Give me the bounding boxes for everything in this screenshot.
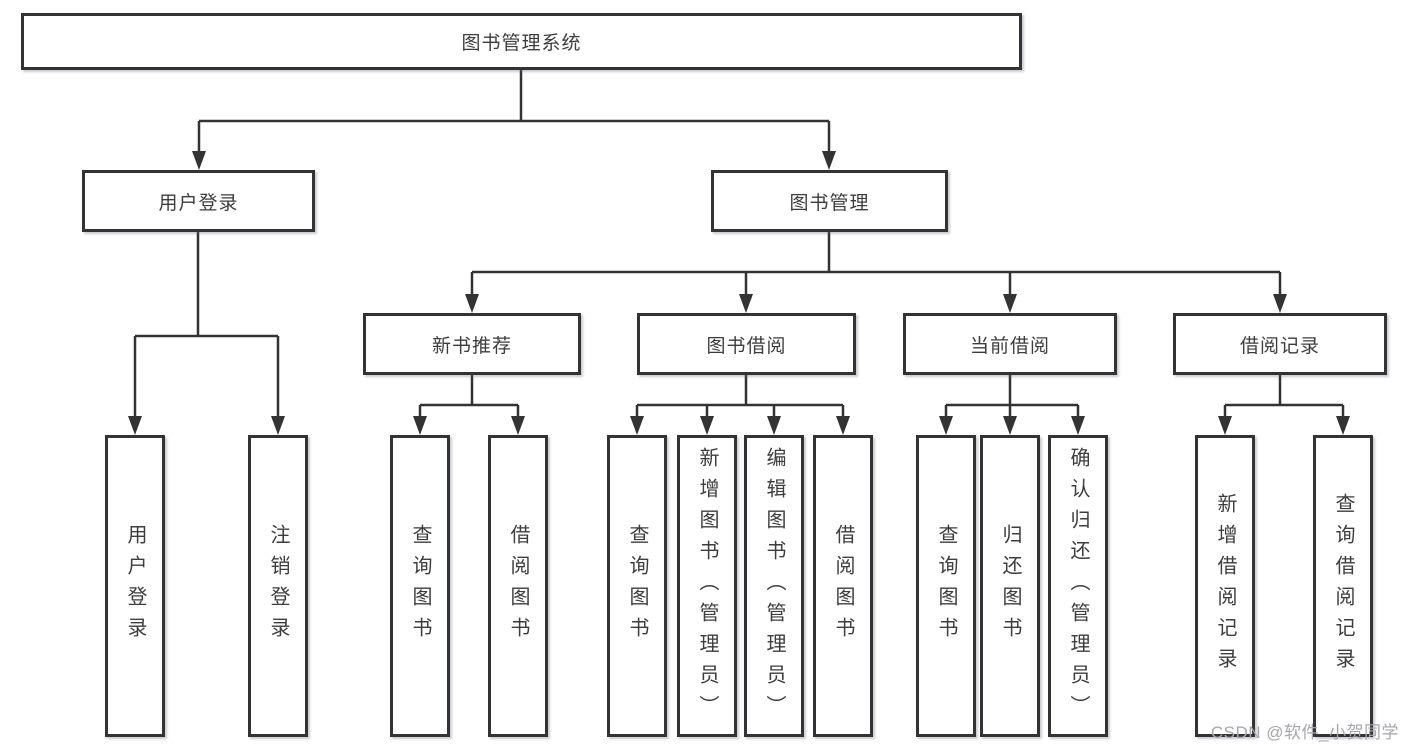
node-borrowing-records: 借阅记录 <box>1173 313 1387 375</box>
leaf-label: 新增借阅记录 <box>1214 493 1236 679</box>
leaf-borrow-books-recommend: 借阅图书 <box>488 435 548 737</box>
leaf-label: 查询借阅记录 <box>1332 493 1354 679</box>
leaf-query-books-recommend: 查询图书 <box>390 435 450 737</box>
leaf-label: 编辑图书（管理员） <box>763 446 785 726</box>
csdn-watermark: CSDN @软件_小贺同学 <box>1210 723 1399 742</box>
node-label: 借阅记录 <box>1239 335 1320 357</box>
node-label: 新书推荐 <box>431 335 512 357</box>
leaf-label: 新增图书（管理员） <box>696 446 718 726</box>
leaf-label: 确认归还（管理员） <box>1067 446 1089 726</box>
leaf-logout: 注销登录 <box>248 435 308 737</box>
leaf-label: 注销登录 <box>267 524 289 648</box>
node-label: 用户登录 <box>158 192 239 214</box>
node-book-borrowing: 图书借阅 <box>637 313 856 375</box>
leaf-label: 用户登录 <box>124 524 146 648</box>
leaf-edit-books-admin: 编辑图书（管理员） <box>744 435 804 737</box>
leaf-query-books-borrowing: 查询图书 <box>607 435 667 737</box>
leaf-label: 借阅图书 <box>507 524 529 648</box>
node-label: 图书管理系统 <box>461 33 582 54</box>
leaf-query-borrow-record: 查询借阅记录 <box>1313 435 1373 737</box>
node-user-login: 用户登录 <box>82 170 315 232</box>
leaf-borrow-books-borrowing: 借阅图书 <box>813 435 873 737</box>
leaf-label: 查询图书 <box>626 524 648 648</box>
node-label: 当前借阅 <box>969 335 1050 357</box>
leaf-confirm-return-admin: 确认归还（管理员） <box>1048 435 1108 737</box>
node-library-management-system: 图书管理系统 <box>21 13 1022 70</box>
leaf-label: 借阅图书 <box>832 524 854 648</box>
leaf-user-login: 用户登录 <box>105 435 165 737</box>
node-book-management: 图书管理 <box>711 170 948 232</box>
leaf-label: 归还图书 <box>999 524 1021 648</box>
node-label: 图书管理 <box>789 192 870 214</box>
leaf-label: 查询图书 <box>935 524 957 648</box>
node-new-book-recommendation: 新书推荐 <box>363 313 581 375</box>
node-label: 图书借阅 <box>706 335 787 357</box>
node-current-borrowing: 当前借阅 <box>903 313 1117 375</box>
leaf-add-borrow-record: 新增借阅记录 <box>1195 435 1255 737</box>
leaf-return-books: 归还图书 <box>980 435 1040 737</box>
leaf-query-books-current: 查询图书 <box>916 435 976 737</box>
leaf-add-books-admin: 新增图书（管理员） <box>677 435 737 737</box>
leaf-label: 查询图书 <box>409 524 431 648</box>
